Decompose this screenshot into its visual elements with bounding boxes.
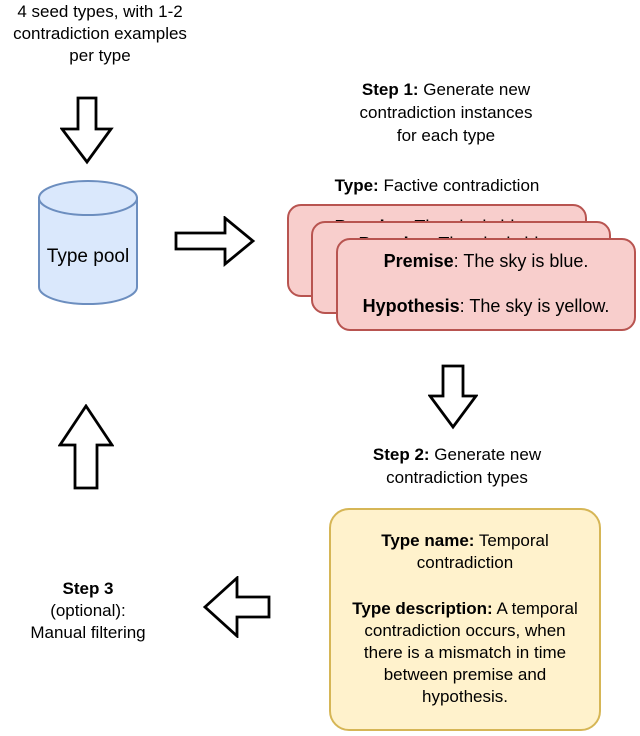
type-name-line: contradiction xyxy=(416,553,514,572)
step2-label: Step 2: xyxy=(372,445,430,464)
type-desc-line: hypothesis. xyxy=(422,687,508,706)
card-type-heading: Type: Factive contradiction xyxy=(298,175,576,197)
step3-line: Manual filtering xyxy=(30,623,146,642)
step2-line: contradiction types xyxy=(386,468,528,487)
left-arrow-icon xyxy=(203,576,271,638)
seed-note-text: 4 seed types, with 1-2 contradiction exa… xyxy=(0,1,200,67)
step1-caption: Step 1: Generate new contradiction insta… xyxy=(335,78,557,147)
step2-caption: Step 2: Generate new contradiction types xyxy=(346,443,568,489)
step1-label: Step 1: xyxy=(361,80,419,99)
type-heading-text: Factive contradiction xyxy=(378,176,540,195)
step1-line: Step 1: Generate new xyxy=(335,78,557,101)
step3-label: Step 3 xyxy=(62,579,114,598)
step1-line: contradiction instances xyxy=(359,103,533,122)
type-desc-line: contradiction occurs, when xyxy=(364,621,566,640)
type-desc-line: there is a mismatch in time xyxy=(363,643,567,662)
up-arrow-icon xyxy=(58,404,114,490)
hypothesis-line: Hypothesis: The sky is yellow. xyxy=(362,296,610,316)
type-pool-cylinder-icon xyxy=(38,180,138,305)
type-definition-note: Type name: Temporal contradiction Type d… xyxy=(329,508,601,731)
down-arrow-icon xyxy=(428,364,478,430)
seed-note-line: per type xyxy=(69,46,131,65)
type-pool-label: Type pool xyxy=(46,246,130,267)
premise-line: Premise: The sky is blue. xyxy=(383,251,589,271)
seed-note-line: contradiction examples xyxy=(13,24,187,43)
type-heading-label: Type: xyxy=(334,176,379,195)
example-card-front: Premise: The sky is blue. Hypothesis: Th… xyxy=(336,238,636,331)
step1-line: for each type xyxy=(396,126,496,145)
type-desc-line: Type description: A temporal xyxy=(352,599,578,618)
seed-note-line: 4 seed types, with 1-2 xyxy=(17,2,183,21)
step3-line: Step 3 xyxy=(8,578,168,600)
right-arrow-icon xyxy=(174,216,256,267)
type-desc-line: between premise and xyxy=(383,665,547,684)
down-arrow-icon xyxy=(60,96,114,165)
step3-caption: Step 3 (optional): Manual filtering xyxy=(8,578,168,644)
type-name-line: Type name: Temporal xyxy=(381,531,549,550)
step1-text: Generate new xyxy=(418,80,531,99)
step2-line: Step 2: Generate new xyxy=(346,443,568,466)
step2-text: Generate new xyxy=(429,445,542,464)
step3-line: (optional): xyxy=(50,601,126,620)
